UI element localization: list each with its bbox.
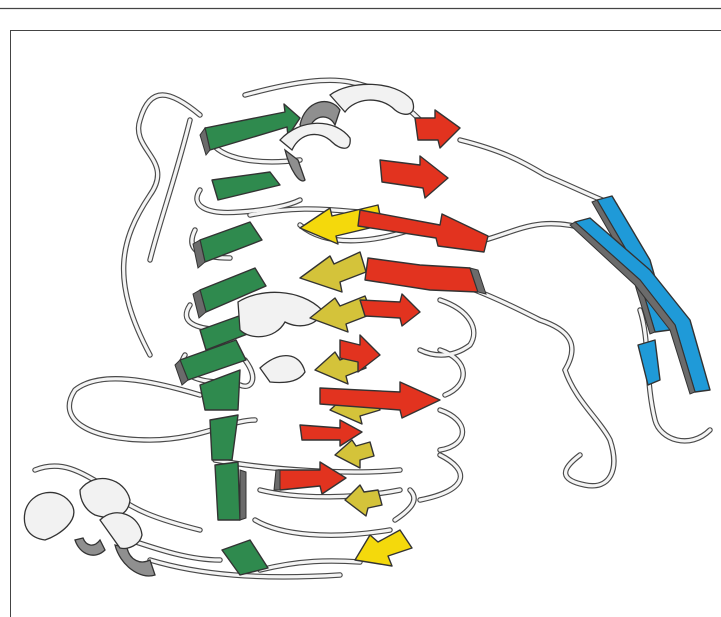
yellow-strands xyxy=(300,205,412,566)
coil-segment xyxy=(565,370,614,486)
blue-strands xyxy=(570,196,710,394)
coil-segment-outline xyxy=(475,290,572,370)
green-strands xyxy=(175,104,300,575)
coil-segment xyxy=(420,300,474,355)
